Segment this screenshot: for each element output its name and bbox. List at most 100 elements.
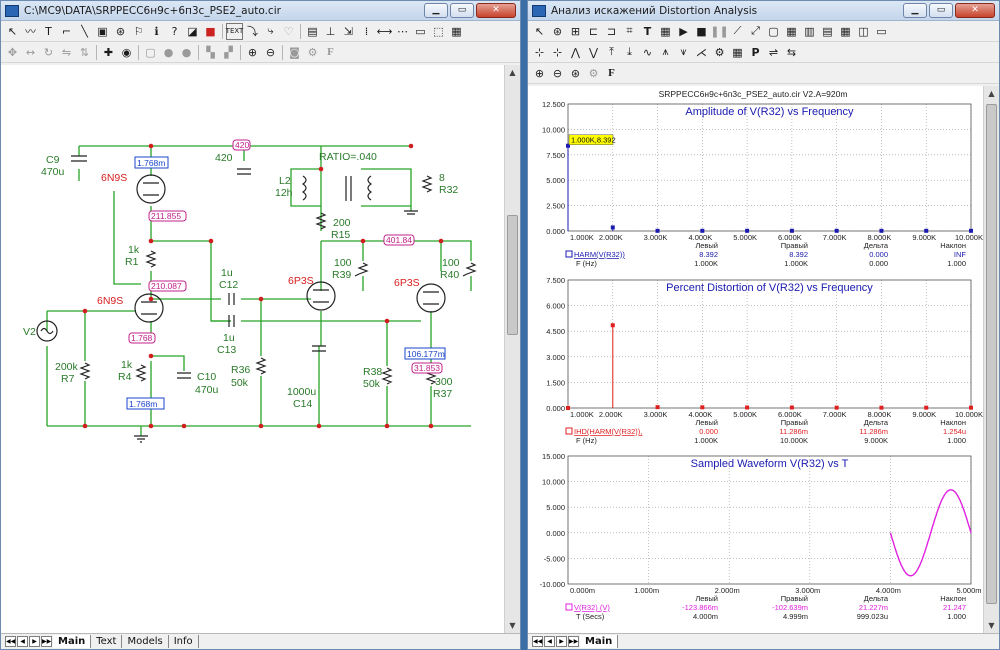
schematic-canvas[interactable]: C9 470u 6N9S 1.768m 420 420 RATIO=.040 L… (1, 65, 504, 633)
scroll-down-arrow[interactable]: ▼ (988, 621, 995, 630)
tag2-icon[interactable]: ⇆ (786, 45, 797, 59)
wire-icon[interactable]: 〰 (25, 25, 36, 38)
analysis-vscroll[interactable]: ▲ ▼ (983, 86, 999, 633)
run-icon[interactable]: ▤ (307, 24, 318, 38)
red-block-icon[interactable]: ■ (205, 24, 216, 38)
nav-prev[interactable]: ◀ (544, 636, 555, 647)
step-icon[interactable]: ⇲ (343, 24, 354, 38)
pause-icon[interactable]: ❚❚ (710, 24, 729, 38)
close-button[interactable]: ✕ (955, 3, 995, 18)
find-icon[interactable]: ✚ (103, 45, 114, 59)
slope-icon[interactable]: ⟋ (733, 24, 742, 37)
tab-info[interactable]: Info (169, 635, 199, 648)
rotate-icon[interactable]: ↻ (43, 45, 54, 59)
cursor-right-icon[interactable]: ⊹ (552, 45, 563, 59)
settings-icon[interactable]: ⚙ (307, 45, 318, 59)
window-icon[interactable]: ▭ (415, 24, 426, 38)
nav-first[interactable]: ◀◀ (5, 636, 16, 647)
pan-icon[interactable]: ✥ (7, 45, 18, 59)
flag-icon[interactable]: ⚐ (133, 24, 144, 38)
nav-next[interactable]: ▶ (29, 636, 40, 647)
frame-icon[interactable]: ▢ (768, 24, 779, 38)
probe3-icon[interactable]: ♡ (283, 24, 294, 38)
columns-icon[interactable]: ▥ (804, 24, 815, 38)
diag-line-icon[interactable]: ╲ (81, 24, 88, 38)
nav-first[interactable]: ◀◀ (532, 636, 543, 647)
copy-icon[interactable]: ▚ (206, 45, 215, 59)
param-icon[interactable]: P (751, 45, 760, 59)
slope-tool-icon[interactable]: ⋌ (696, 45, 707, 59)
move-icon[interactable]: ↔ (25, 45, 36, 59)
zoom-out-icon[interactable]: ⊖ (552, 66, 563, 80)
component-icon[interactable]: ⊛ (115, 24, 126, 38)
pins-icon[interactable]: ⟷ (376, 24, 393, 38)
properties-icon[interactable]: ▦ (451, 24, 462, 38)
high-icon[interactable]: ⤒ (609, 45, 614, 58)
settings-gear-icon[interactable]: ⚙ (588, 66, 599, 80)
tab-models[interactable]: Models (122, 635, 169, 648)
run-icon[interactable]: ▶ (679, 24, 688, 38)
split-icon[interactable]: ▭ (876, 24, 887, 38)
probe-icon[interactable]: ⤵ (247, 25, 258, 38)
scroll-up-arrow[interactable]: ▲ (988, 89, 995, 98)
tag-icon[interactable]: ⌗ (626, 24, 633, 37)
cursor-icon[interactable]: ⬚ (433, 24, 444, 38)
page-icon[interactable]: ▢ (145, 45, 156, 59)
tab-main[interactable]: Main (53, 635, 92, 648)
slope2-icon[interactable]: ⤢ (751, 24, 760, 37)
global-high-icon[interactable]: ⩚ (662, 45, 669, 58)
help-icon[interactable]: ? (171, 24, 178, 38)
nav-next[interactable]: ▶ (556, 636, 567, 647)
peak-icon[interactable]: ⋀ (570, 45, 581, 59)
camera-icon[interactable]: ◙ (289, 45, 300, 59)
global-low-icon[interactable]: ⩛ (680, 45, 687, 58)
stepping-icon[interactable]: ⊏ (588, 24, 599, 38)
zoom-in-icon[interactable]: ⊕ (534, 66, 545, 80)
select-arrow-icon[interactable]: ↖ (7, 24, 18, 38)
grid-dots-icon[interactable]: ⁞ (364, 24, 369, 38)
scroll-up-arrow[interactable]: ▲ (509, 68, 516, 77)
maximize-button[interactable]: ▭ (450, 3, 474, 18)
cursor-left-icon[interactable]: ⊹ (534, 45, 545, 59)
zoom-in-icon[interactable]: ⊕ (247, 45, 258, 59)
tab-text[interactable]: Text (91, 635, 123, 648)
mirror-icon[interactable]: ⇋ (61, 45, 72, 59)
component-icon[interactable]: ⊛ (552, 24, 563, 38)
valley-icon[interactable]: ⋁ (588, 45, 599, 59)
analysis-titlebar[interactable]: Анализ искажений Distortion Analysis ▁ ▭… (528, 1, 999, 21)
paste-icon[interactable]: ▞ (224, 45, 233, 59)
font-icon[interactable]: F (327, 46, 334, 58)
flip-icon[interactable]: ⇅ (79, 45, 90, 59)
nav-last[interactable]: ▶▶ (41, 636, 52, 647)
nav-prev[interactable]: ◀ (17, 636, 28, 647)
settings-icon[interactable]: ⚙ (714, 45, 725, 59)
minimize-button[interactable]: ▁ (424, 3, 448, 18)
panel-icon[interactable]: ◫ (858, 24, 869, 38)
line-icon[interactable]: ⌐ (61, 24, 72, 38)
maximize-button[interactable]: ▭ (929, 3, 953, 18)
probe2-icon[interactable]: ⤷ (267, 24, 274, 37)
node-icon[interactable]: ⊥ (325, 24, 336, 38)
minimize-button[interactable]: ▁ (903, 3, 927, 18)
zoom-fit-icon[interactable]: ⊛ (570, 66, 581, 80)
scroll-down-arrow[interactable]: ▼ (509, 621, 516, 630)
scroll-thumb[interactable] (507, 215, 518, 335)
schematic-vscroll[interactable]: ▲ ▼ (504, 65, 520, 633)
table-icon[interactable]: ▦ (840, 24, 851, 38)
bookmark-icon[interactable]: ▣ (97, 24, 108, 38)
tag1-icon[interactable]: ⇌ (768, 45, 779, 59)
stop-icon[interactable]: ■ (696, 24, 707, 38)
plots-area[interactable]: SRPPECC6н9с+6п3с_PSE2_auto.cir V2.A=920m… (528, 86, 985, 633)
close-button[interactable]: ✕ (476, 3, 516, 18)
pin-icon[interactable]: ◪ (187, 24, 198, 38)
schematic-titlebar[interactable]: C:\MC9\DATA\SRPPECC6н9с+6п3с_PSE2_auto.c… (1, 1, 520, 21)
grid2-icon[interactable]: ▦ (732, 45, 743, 59)
text-box-icon[interactable]: TEXT (226, 22, 243, 40)
scroll-thumb[interactable] (986, 104, 997, 604)
probe-icon[interactable]: ⊐ (606, 24, 617, 38)
properties-icon[interactable]: ▦ (660, 24, 671, 38)
binoculars-icon[interactable]: ◉ (121, 45, 132, 59)
stop-icon[interactable]: ● (163, 45, 174, 59)
info-icon[interactable]: ℹ (154, 24, 159, 38)
graph-icon[interactable]: ⊞ (570, 24, 581, 38)
